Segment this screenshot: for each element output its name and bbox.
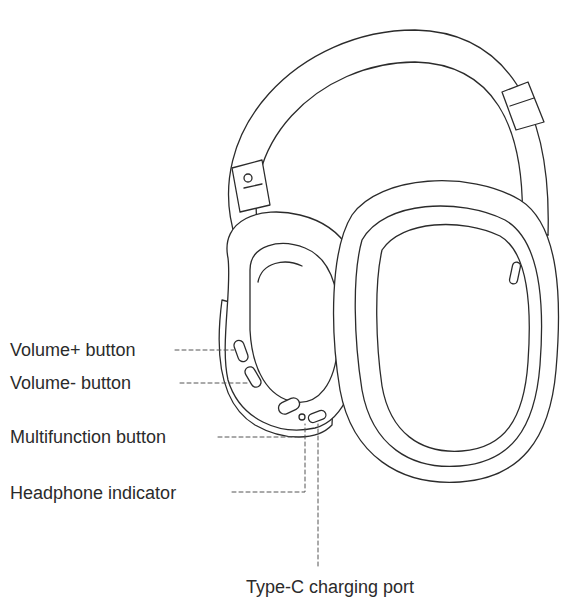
right-earcup xyxy=(334,181,559,483)
callout-label: Multifunction button xyxy=(10,426,166,448)
callout-label: Headphone indicator xyxy=(10,482,176,504)
usb-c-port xyxy=(307,409,327,424)
multifunction-button xyxy=(276,396,301,416)
leader-lines xyxy=(175,350,318,566)
volume-plus-button xyxy=(233,339,250,363)
indicator-light xyxy=(299,414,305,420)
callout-label: Volume+ button xyxy=(10,339,136,361)
volume-minus-button xyxy=(243,365,263,389)
callout-label: Type-C charging port xyxy=(246,576,414,598)
logo-mark xyxy=(509,261,521,284)
callout-label: Volume- button xyxy=(10,372,131,394)
